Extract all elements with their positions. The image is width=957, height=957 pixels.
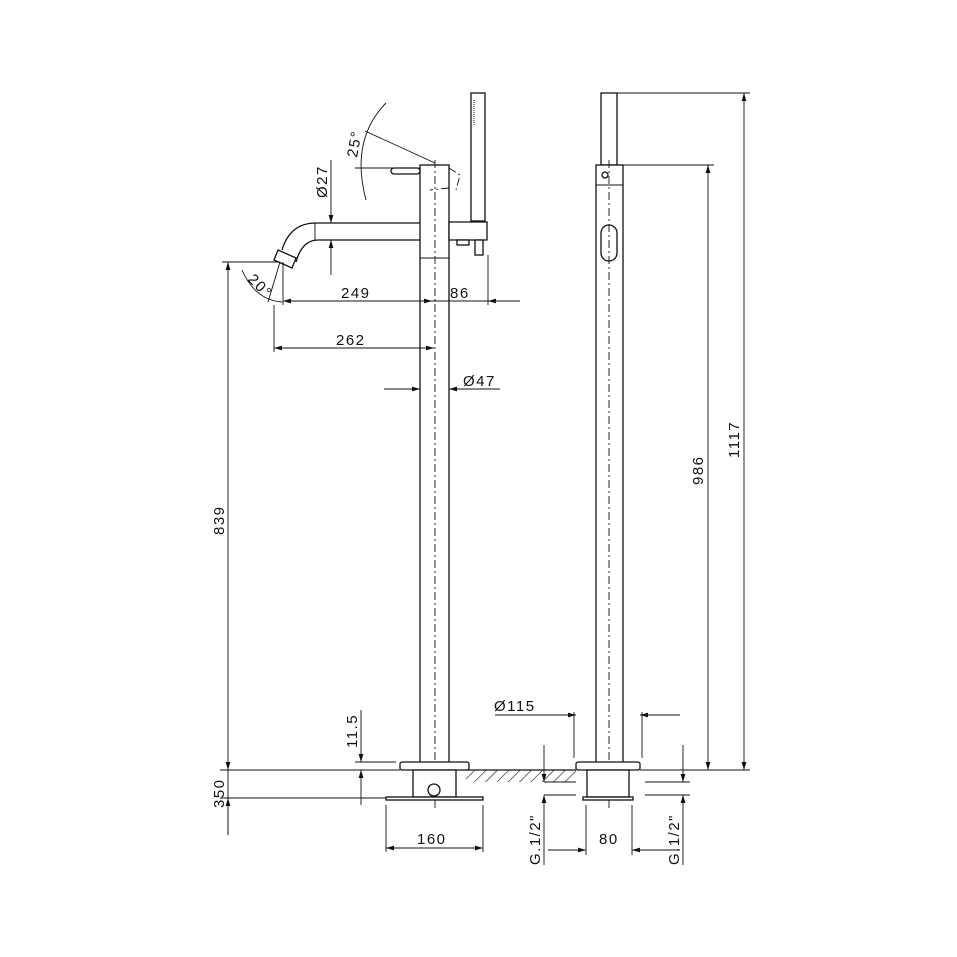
side-view-faucet (575, 92, 641, 808)
dim-262: 262 (336, 332, 366, 349)
hand-shower (470, 92, 486, 222)
column (419, 164, 450, 766)
dim-connection-left: G.1/2" (527, 814, 544, 865)
spout (281, 222, 420, 263)
spout-nozzle (273, 249, 297, 269)
dim-160: 160 (417, 831, 447, 848)
mount-plate (385, 796, 484, 801)
dim-angle-25: 25° (344, 129, 365, 159)
dim-diameter-47: Ø47 (463, 373, 496, 390)
dim-986: 986 (690, 455, 707, 485)
shower-holder (448, 221, 488, 241)
lever-handle (390, 167, 421, 175)
side-base-plate (575, 761, 641, 771)
dim-80: 80 (599, 831, 619, 848)
dim-86: 86 (450, 285, 470, 302)
front-view-faucet (273, 92, 488, 808)
valve-icon (427, 783, 441, 797)
dim-11-5: 11.5 (344, 714, 361, 748)
dim-350: 350 (211, 778, 228, 808)
side-floor-body (586, 769, 630, 798)
dim-249: 249 (341, 285, 371, 302)
diverter (474, 239, 484, 256)
dim-diameter-27: Ø27 (314, 165, 331, 198)
dim-839: 839 (211, 505, 228, 535)
side-hand-shower (600, 92, 618, 166)
dim-1117: 1117 (726, 421, 743, 458)
base-plate (399, 761, 470, 771)
side-column (595, 164, 624, 766)
dim-diameter-115: Ø115 (494, 698, 536, 715)
dim-angle-20: 20° (244, 271, 275, 302)
dim-connection-right: G.1/2" (666, 814, 683, 865)
floor-line (220, 769, 750, 799)
dimension-lines (222, 92, 750, 865)
